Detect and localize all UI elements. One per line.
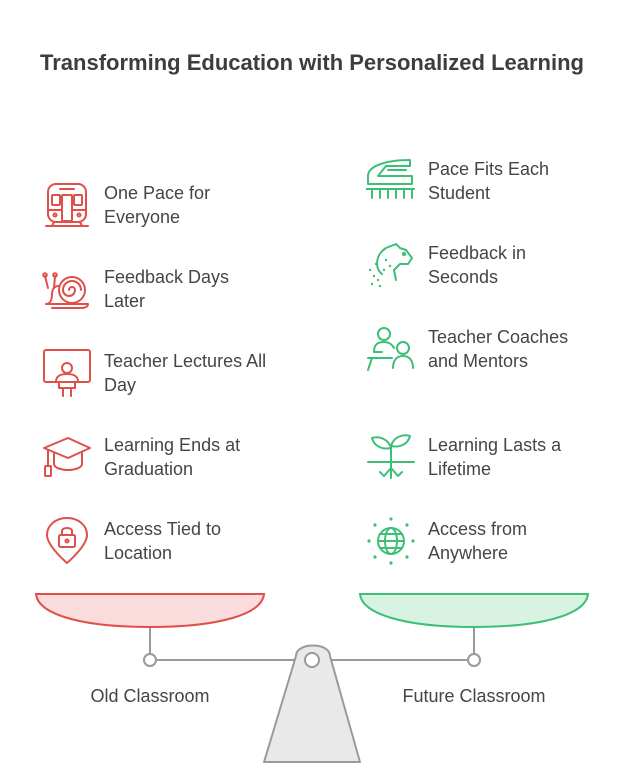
balance-scale — [34, 593, 590, 763]
future-item-label: Access from Anywhere — [428, 519, 528, 563]
old-item-label: Feedback Days Later — [104, 267, 230, 311]
bullet-train-icon — [366, 159, 415, 199]
graduation-cap-icon — [43, 437, 91, 477]
future-item-label: Pace Fits Each Student — [428, 159, 550, 203]
train-icon — [45, 183, 89, 227]
left-beam-joint — [143, 653, 157, 667]
old-classroom-pan — [34, 593, 266, 629]
mentor-icon — [367, 327, 414, 371]
lecturer-board-icon — [43, 349, 91, 397]
scale-fulcrum — [263, 644, 361, 763]
globe-icon — [367, 517, 415, 565]
right-beam-joint — [467, 653, 481, 667]
future-classroom-pan — [358, 593, 590, 629]
location-lock-icon — [46, 517, 88, 564]
old-item-label: Learning Ends at Graduation — [104, 435, 241, 479]
snail-icon — [42, 272, 89, 309]
diagram-title: Transforming Education with Personalized… — [40, 50, 584, 75]
old-item-label: Teacher Lectures All Day — [104, 351, 267, 395]
sprout-icon — [367, 434, 415, 479]
old-item-label: Access Tied to Location — [104, 519, 222, 563]
old-item-label: One Pace for Everyone — [104, 183, 211, 227]
old-classroom-label: Old Classroom — [90, 686, 210, 706]
fulcrum-pivot — [304, 652, 320, 668]
cheetah-icon — [368, 243, 413, 288]
future-item-label: Learning Lasts a Lifetime — [428, 435, 562, 479]
future-item-label: Teacher Coaches and Mentors — [428, 327, 569, 371]
future-classroom-label: Future Classroom — [402, 686, 546, 706]
future-item-label: Feedback in Seconds — [428, 243, 527, 287]
